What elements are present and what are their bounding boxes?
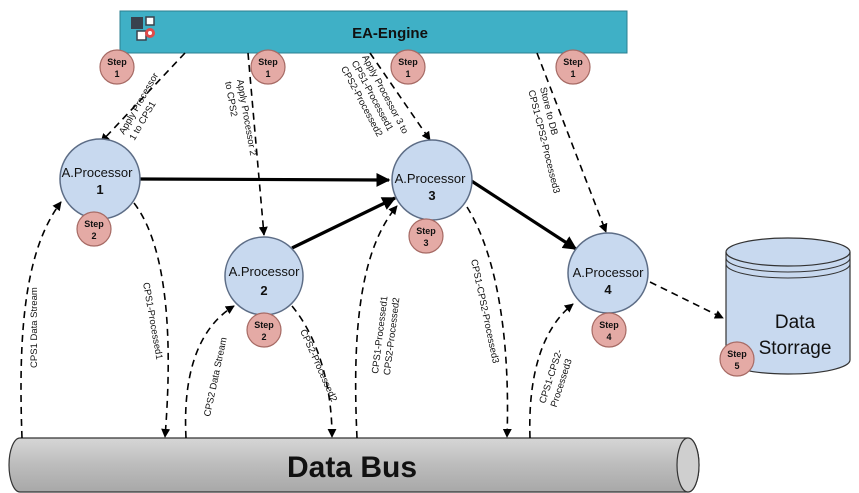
step-label: Step bbox=[254, 320, 274, 330]
step-label: Step bbox=[599, 320, 619, 330]
step-label: Step bbox=[398, 57, 418, 67]
bus-dashed-edges bbox=[20, 201, 724, 439]
edge-engine-to-processor3 bbox=[369, 52, 431, 141]
edge-processor1-to-processor3 bbox=[139, 172, 391, 187]
ea-engine-bar: EA-Engine bbox=[119, 10, 628, 54]
processor-title: A.Processor bbox=[395, 171, 466, 186]
edge-processor2-to-processor3 bbox=[291, 196, 397, 250]
step-badge: Step 1 bbox=[390, 49, 426, 85]
step-badge: Step 2 bbox=[76, 211, 112, 247]
edge-label-cps1-cps2-into-processor4: CPS1-CPS2- Processed3 bbox=[537, 348, 574, 408]
step-number: 4 bbox=[606, 332, 611, 342]
step-label: Step bbox=[563, 57, 583, 67]
step-badge: Step 4 bbox=[591, 312, 627, 348]
engine-dashed-edges bbox=[100, 52, 608, 236]
edge-bus-to-processor3 bbox=[354, 205, 398, 439]
processor-title: A.Processor bbox=[573, 265, 644, 280]
edge-label-cps1-cps2-into-processor3: CPS1-Processed1 CPS2-Processed2 bbox=[370, 295, 402, 375]
edge-bus-to-processor2 bbox=[184, 305, 235, 439]
step-number: 5 bbox=[734, 361, 739, 371]
step-label: Step bbox=[258, 57, 278, 67]
processor-number: 2 bbox=[260, 283, 267, 298]
edge-engine-to-processor1 bbox=[100, 52, 186, 143]
edge-processor3-to-processor4 bbox=[469, 178, 578, 251]
data-bus: Data Bus bbox=[8, 437, 700, 493]
step-badge: Step 3 bbox=[408, 218, 444, 254]
step-number: 2 bbox=[261, 332, 266, 342]
step-number: 3 bbox=[423, 238, 428, 248]
step-badge: Step 2 bbox=[246, 312, 282, 348]
processor-node-1: A.Processor 1 bbox=[59, 138, 141, 220]
data-storage: Data Storrage bbox=[725, 237, 851, 375]
processor-node-2: A.Processor 2 bbox=[224, 236, 304, 316]
step-number: 1 bbox=[114, 69, 119, 79]
step-label: Step bbox=[107, 57, 127, 67]
processor-node-3: A.Processor 3 bbox=[391, 139, 473, 221]
edge-label-line: CPS2 Data Stream bbox=[202, 336, 230, 417]
step-badge: Step 1 bbox=[555, 49, 591, 85]
step-label: Step bbox=[84, 219, 104, 229]
edge-engine-to-processor2 bbox=[247, 52, 268, 236]
processor-number: 4 bbox=[604, 282, 612, 297]
edge-label-cps1-data-stream: CPS1 Data Stream bbox=[29, 287, 40, 368]
processor-number: 1 bbox=[96, 182, 103, 197]
edge-label-apply-processor-2: Apply Processor 2 to CPS2 bbox=[222, 79, 258, 157]
processor-solid-edges bbox=[139, 172, 578, 251]
edge-label-line: CPS2-Processed2 bbox=[297, 328, 339, 404]
edge-label-line: CPS1-Processed1 bbox=[140, 282, 164, 361]
step-badges: Step 1 Step 1 Step 1 Step 1 Step 2 Step … bbox=[76, 49, 755, 377]
processor-title: A.Processor bbox=[229, 264, 300, 279]
puzzle-gear-icon bbox=[131, 16, 155, 41]
step-number: 1 bbox=[405, 69, 410, 79]
data-bus-label: Data Bus bbox=[287, 451, 417, 484]
step-number: 1 bbox=[265, 69, 270, 79]
edge-processor2-to-bus bbox=[291, 305, 337, 438]
edge-label-cps1-cps2-processed3: CPS1-CPS2-Processed3 bbox=[468, 258, 501, 364]
step-badge: Step 1 bbox=[250, 49, 286, 85]
step-badge: Step 5 bbox=[719, 341, 755, 377]
edge-label-store-to-db: Store to DB CPS1-CPS2-Processed3 bbox=[525, 86, 561, 195]
step-label: Step bbox=[727, 349, 747, 359]
edge-label-line: CPS1-CPS2-Processed3 bbox=[468, 258, 501, 364]
processor-title: A.Processor bbox=[62, 165, 133, 180]
edge-processor3-to-bus bbox=[466, 206, 512, 438]
step-badge: Step 1 bbox=[99, 49, 135, 85]
edge-bus-to-processor1 bbox=[20, 201, 62, 439]
storage-label-line1: Data bbox=[775, 312, 816, 333]
step-number: 2 bbox=[91, 231, 96, 241]
processor-node-4: A.Processor 4 bbox=[567, 232, 649, 314]
edge-label-line: Apply Processor 2 bbox=[234, 79, 258, 157]
edge-label-cps2-data-stream: CPS2 Data Stream bbox=[202, 336, 230, 417]
edge-processor4-to-storage bbox=[649, 281, 724, 319]
edge-label-cps1-processed1: CPS1-Processed1 bbox=[140, 282, 164, 361]
processor-number: 3 bbox=[428, 188, 435, 203]
step-label: Step bbox=[416, 226, 436, 236]
step-number: 1 bbox=[570, 69, 575, 79]
ea-engine-title: EA-Engine bbox=[352, 25, 428, 42]
edge-processor1-to-bus bbox=[133, 202, 171, 438]
edge-label-cps2-processed2: CPS2-Processed2 bbox=[297, 328, 339, 404]
edge-label-line: CPS1 Data Stream bbox=[29, 287, 40, 368]
edge-engine-to-processor4 bbox=[536, 52, 608, 233]
storage-label-line2: Storrage bbox=[759, 338, 832, 359]
